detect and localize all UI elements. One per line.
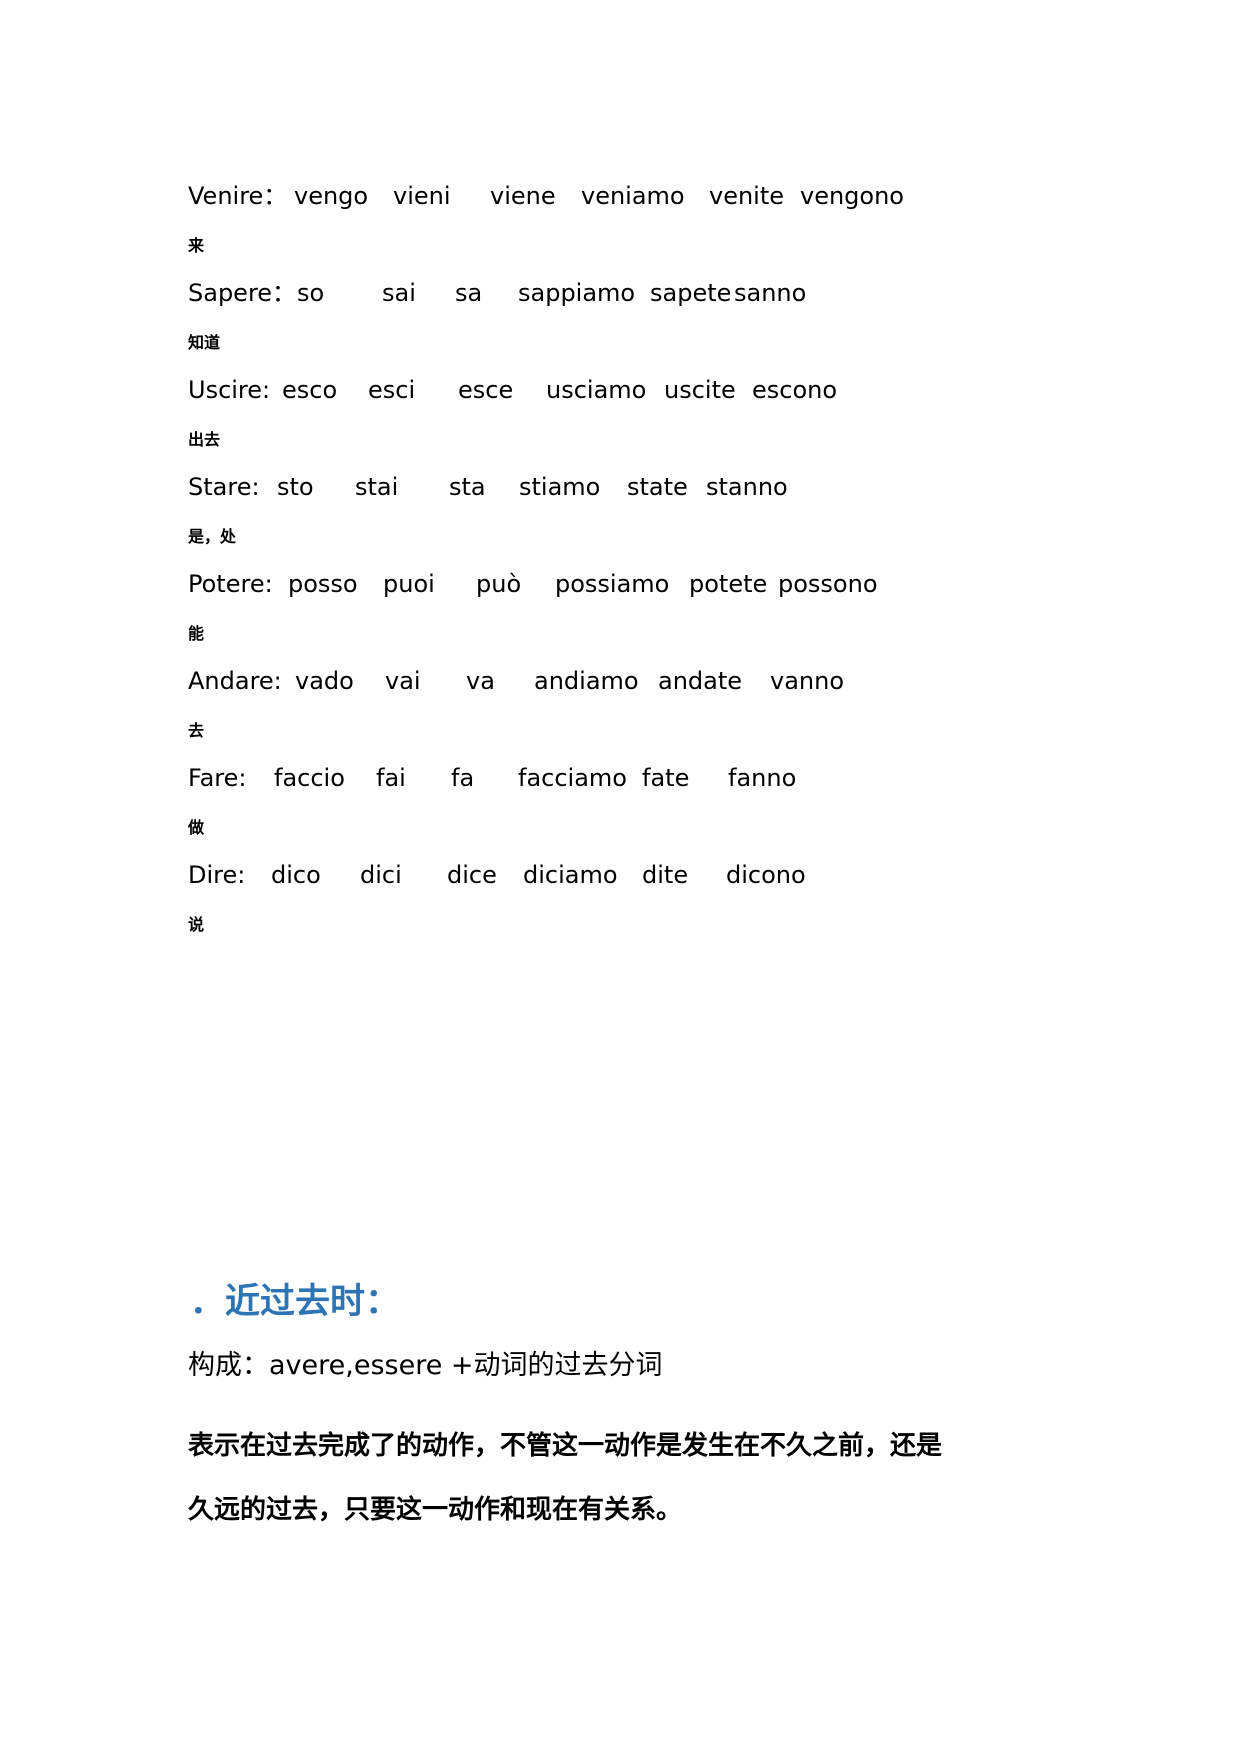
- verb-form-noi: possiamo: [555, 570, 670, 598]
- verb-form-voi: dite: [642, 861, 689, 889]
- description-paragraph: 表示在过去完成了的动作，不管这一动作是发生在不久之前，还是 久远的过去，只要这一…: [188, 1414, 1068, 1542]
- verb-meaning-potere: 能: [188, 624, 205, 643]
- verb-form-voi: andate: [658, 667, 743, 695]
- verb-form-lui: va: [466, 667, 495, 695]
- verb-form-noi: usciamo: [546, 376, 647, 404]
- verb-form-lui: può: [476, 570, 522, 598]
- verb-infinitive: Uscire:: [188, 376, 271, 404]
- verb-form-tu: fai: [376, 764, 406, 792]
- verb-infinitive: Potere:: [188, 570, 273, 598]
- verb-form-io: vado: [295, 667, 354, 695]
- verb-meaning-fare: 做: [188, 818, 205, 837]
- verb-form-tu: vai: [385, 667, 421, 695]
- verb-infinitive: Fare:: [188, 764, 247, 792]
- verb-infinitive: Stare:: [188, 473, 260, 501]
- verb-infinitive: Andare:: [188, 667, 282, 695]
- description-line: 久远的过去，只要这一动作和现在有关系。: [188, 1495, 683, 1525]
- verb-form-loro: vengono: [800, 182, 904, 210]
- verb-form-voi: potete: [689, 570, 768, 598]
- verb-form-io: faccio: [274, 764, 345, 792]
- verb-form-tu: esci: [368, 376, 416, 404]
- verb-meaning-venire: 来: [188, 236, 205, 255]
- verb-meaning-andare: 去: [188, 721, 205, 740]
- verb-form-io: esco: [282, 376, 338, 404]
- verb-form-noi: sappiamo: [518, 279, 636, 307]
- verb-form-noi: andiamo: [534, 667, 639, 695]
- section-heading: ．近过去时：: [190, 1282, 401, 1322]
- verb-form-io: so: [297, 279, 325, 307]
- verb-form-loro: possono: [778, 570, 878, 598]
- verb-form-tu: puoi: [383, 570, 435, 598]
- verb-form-voi: state: [627, 473, 688, 501]
- verb-form-lui: dice: [447, 861, 497, 889]
- verb-form-loro: fanno: [728, 764, 797, 792]
- verb-form-io: sto: [277, 473, 314, 501]
- verb-form-noi: stiamo: [519, 473, 601, 501]
- verb-form-voi: uscite: [664, 376, 736, 404]
- verb-infinitive: Venire：: [188, 182, 288, 210]
- verb-meaning-sapere: 知道: [188, 333, 221, 352]
- verb-form-loro: sanno: [734, 279, 807, 307]
- verb-form-loro: escono: [752, 376, 838, 404]
- verb-form-lui: esce: [458, 376, 514, 404]
- formation-text: 构成：avere,essere +动词的过去分词: [188, 1350, 663, 1381]
- verb-infinitive: Dire:: [188, 861, 246, 889]
- verb-form-voi: venite: [709, 182, 785, 210]
- verb-form-noi: diciamo: [523, 861, 618, 889]
- verb-form-loro: vanno: [770, 667, 845, 695]
- verb-meaning-dire: 说: [188, 915, 205, 934]
- verb-form-tu: dici: [360, 861, 402, 889]
- verb-form-lui: viene: [490, 182, 556, 210]
- description-line: 表示在过去完成了的动作，不管这一动作是发生在不久之前，还是: [188, 1431, 943, 1461]
- verb-form-voi: sapete: [650, 279, 732, 307]
- verb-form-lui: sa: [455, 279, 483, 307]
- verb-form-io: posso: [288, 570, 358, 598]
- verb-form-lui: fa: [451, 764, 475, 792]
- verb-meaning-uscire: 出去: [188, 430, 221, 449]
- verb-form-io: dico: [271, 861, 321, 889]
- verb-form-loro: stanno: [706, 473, 788, 501]
- verb-form-io: vengo: [294, 182, 369, 210]
- verb-form-noi: facciamo: [518, 764, 627, 792]
- verb-form-voi: fate: [642, 764, 690, 792]
- verb-meaning-stare: 是，处: [188, 527, 237, 546]
- verb-form-lui: sta: [449, 473, 486, 501]
- verb-infinitive: Sapere：: [188, 279, 297, 307]
- verb-form-noi: veniamo: [581, 182, 685, 210]
- verb-form-tu: vieni: [393, 182, 451, 210]
- verb-form-tu: sai: [382, 279, 416, 307]
- verb-form-loro: dicono: [726, 861, 806, 889]
- verb-form-tu: stai: [355, 473, 399, 501]
